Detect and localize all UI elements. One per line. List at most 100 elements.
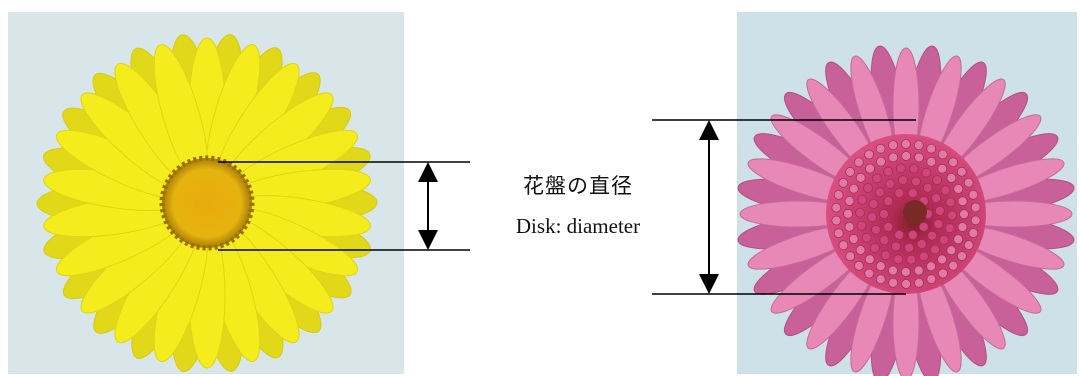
disk-floret — [856, 220, 867, 231]
label-japanese: 花盤の直径 — [523, 174, 633, 198]
disk-floret — [926, 156, 937, 167]
disk-floret — [930, 244, 940, 255]
disk-floret — [894, 188, 905, 198]
disk-floret — [864, 254, 875, 265]
disk-floret — [879, 209, 889, 219]
disk-floret — [870, 243, 880, 253]
disk-floret — [948, 157, 958, 168]
disk-floret — [865, 163, 875, 174]
disk-floret — [913, 265, 924, 276]
disk-floret — [946, 245, 957, 256]
disk-floret — [875, 274, 886, 285]
disk-floret — [883, 196, 894, 206]
disk-floret — [926, 143, 937, 154]
disk-floret — [838, 240, 849, 251]
disk-floret — [833, 228, 844, 239]
disk-floret — [933, 219, 944, 229]
disk-floret — [861, 232, 872, 243]
disk-floret — [937, 149, 948, 160]
disk-floret — [875, 261, 886, 272]
right-measurement — [652, 119, 916, 295]
yellow-flower-disk — [159, 155, 255, 251]
disk-floret — [844, 196, 855, 206]
disk-floret — [901, 279, 911, 289]
pink-disk-florets — [831, 139, 981, 289]
disk-floret — [875, 143, 886, 154]
pink-flower-photo — [737, 12, 1077, 376]
disk-floret — [876, 156, 886, 167]
disk-floret — [894, 230, 905, 240]
disk-floret — [874, 187, 885, 198]
disk-floret — [833, 190, 844, 200]
disk-floret — [909, 163, 919, 174]
disk-floret — [957, 251, 967, 261]
disk-floret — [940, 185, 951, 196]
disk-floret — [939, 235, 949, 245]
disk-floret — [963, 240, 974, 250]
disk-floret — [855, 207, 865, 218]
disk-floret — [885, 179, 895, 189]
disk-floret — [932, 175, 942, 185]
disk-floret — [953, 234, 964, 245]
disk-floret — [907, 230, 918, 240]
disk-floret — [848, 183, 859, 194]
disk-floret — [831, 215, 842, 226]
disk-floret — [968, 228, 979, 238]
disk-floret — [871, 225, 881, 235]
disk-floret — [895, 163, 906, 174]
disk-floret — [855, 172, 866, 183]
left-measurement — [218, 161, 470, 251]
disk-floret — [901, 151, 911, 161]
disk-floret — [853, 157, 864, 168]
disk-floret — [880, 250, 891, 261]
disk-floret — [937, 254, 947, 265]
disk-floret — [868, 199, 879, 209]
disk-floret — [921, 167, 932, 178]
disk-floret — [845, 167, 855, 177]
disk-floret — [935, 206, 945, 216]
disk-floret — [863, 183, 873, 193]
disk-floret — [948, 260, 959, 271]
disk-floret — [891, 241, 901, 252]
disk-floret — [970, 202, 981, 213]
disk-floret — [867, 212, 877, 222]
disk-floret — [888, 140, 898, 151]
label-english: Disk: diameter — [515, 214, 641, 238]
disk-floret — [893, 254, 903, 265]
disk-floret — [904, 243, 914, 253]
disk-floret — [838, 178, 849, 188]
disk-floret — [855, 245, 866, 255]
disk-floret — [864, 149, 874, 160]
disk-floret — [883, 222, 894, 232]
disk-floret — [944, 223, 955, 234]
disk-floret — [914, 277, 924, 288]
disk-floret — [906, 254, 917, 265]
disk-floret — [922, 182, 933, 193]
disk-floret — [844, 221, 855, 232]
disk-floret — [857, 194, 868, 205]
disk-floret — [901, 139, 911, 149]
disk-floret — [883, 166, 893, 177]
disk-floret — [831, 202, 842, 213]
disk-floret — [913, 140, 924, 151]
disk-floret — [947, 210, 957, 221]
disk-floret — [970, 215, 981, 226]
disk-floret — [927, 230, 938, 241]
disk-floret — [901, 267, 911, 277]
disk-floret — [938, 268, 948, 279]
disk-floret — [888, 277, 899, 288]
disk-floret — [907, 188, 918, 198]
disk-floret — [879, 235, 890, 246]
disk-floret — [872, 173, 882, 184]
disk-floret — [888, 152, 899, 163]
disk-floret — [931, 193, 941, 203]
disk-floret — [854, 260, 864, 271]
disk-floret — [945, 197, 956, 208]
disk-floret — [918, 222, 929, 232]
disk-floret — [848, 234, 859, 244]
disk-floret — [911, 176, 921, 187]
disk-floret — [937, 163, 948, 174]
disk-floret — [864, 268, 875, 279]
disk-floret — [953, 184, 964, 194]
